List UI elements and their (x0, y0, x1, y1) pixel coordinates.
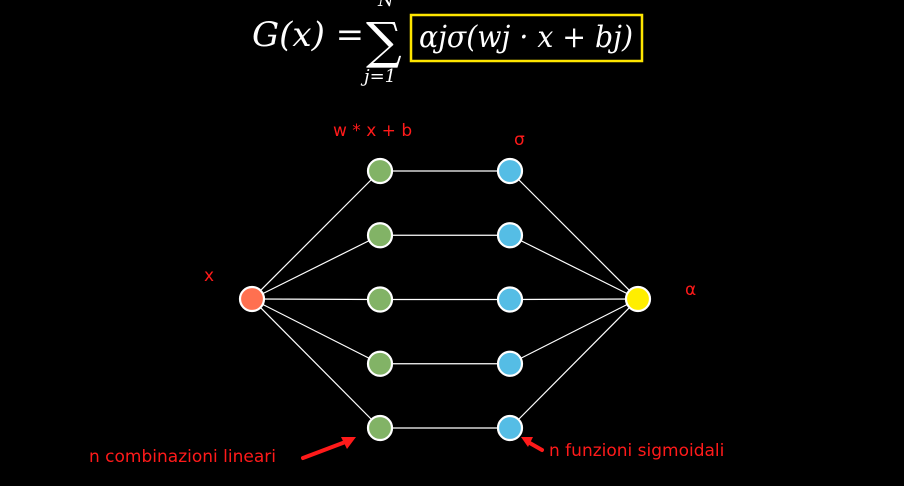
linear-node (366, 414, 394, 442)
edge-input-to-linear (251, 170, 381, 300)
edge-sigmoid-to-output (509, 170, 639, 300)
network-nodes (238, 157, 652, 442)
edge-input-to-linear (251, 234, 381, 300)
edge-input-to-linear (251, 298, 381, 429)
linear-node (366, 157, 394, 185)
edge-input-to-linear (251, 298, 381, 365)
linear-node (366, 222, 394, 249)
edge-sigmoid-to-output (509, 298, 639, 429)
combinations-annotation: n combinazioni lineari (89, 447, 276, 467)
formula-lhs: G(x) = (252, 15, 364, 55)
formula-term: αjσ(wj · x + bj) (419, 20, 633, 55)
sigmoids-arrow (521, 437, 544, 452)
edge-input-to-linear (251, 298, 381, 301)
sigmoid-node (496, 157, 524, 185)
edge-sigmoid-to-output (509, 298, 639, 365)
formula: G(x) = ∑ N j=1 αjσ(wj · x + bj) (252, 0, 644, 87)
sigmoid-node (496, 350, 524, 377)
combinations-arrow (301, 437, 356, 460)
sum-lower-limit: j=1 (360, 66, 396, 87)
sigmoid-node (496, 286, 524, 313)
network-edges (251, 170, 639, 429)
sum-symbol: ∑ (366, 12, 402, 70)
sigmoid-node (496, 414, 524, 442)
input-label: x (204, 266, 214, 286)
linear-node (366, 350, 394, 377)
linear-node (366, 286, 394, 313)
edge-sigmoid-to-output (509, 298, 639, 301)
input-node (238, 285, 266, 313)
sigmoid-node (496, 222, 524, 249)
sigmoid-layer-label: σ (514, 130, 525, 150)
alpha-label: α (685, 280, 696, 300)
linear-layer-label: w * x + b (333, 121, 412, 141)
formula-highlight-box (409, 13, 644, 63)
sigmoids-annotation: n funzioni sigmoidali (549, 441, 724, 461)
output-node (624, 285, 652, 313)
edge-sigmoid-to-output (509, 234, 639, 300)
sum-upper-limit: N (377, 0, 395, 11)
